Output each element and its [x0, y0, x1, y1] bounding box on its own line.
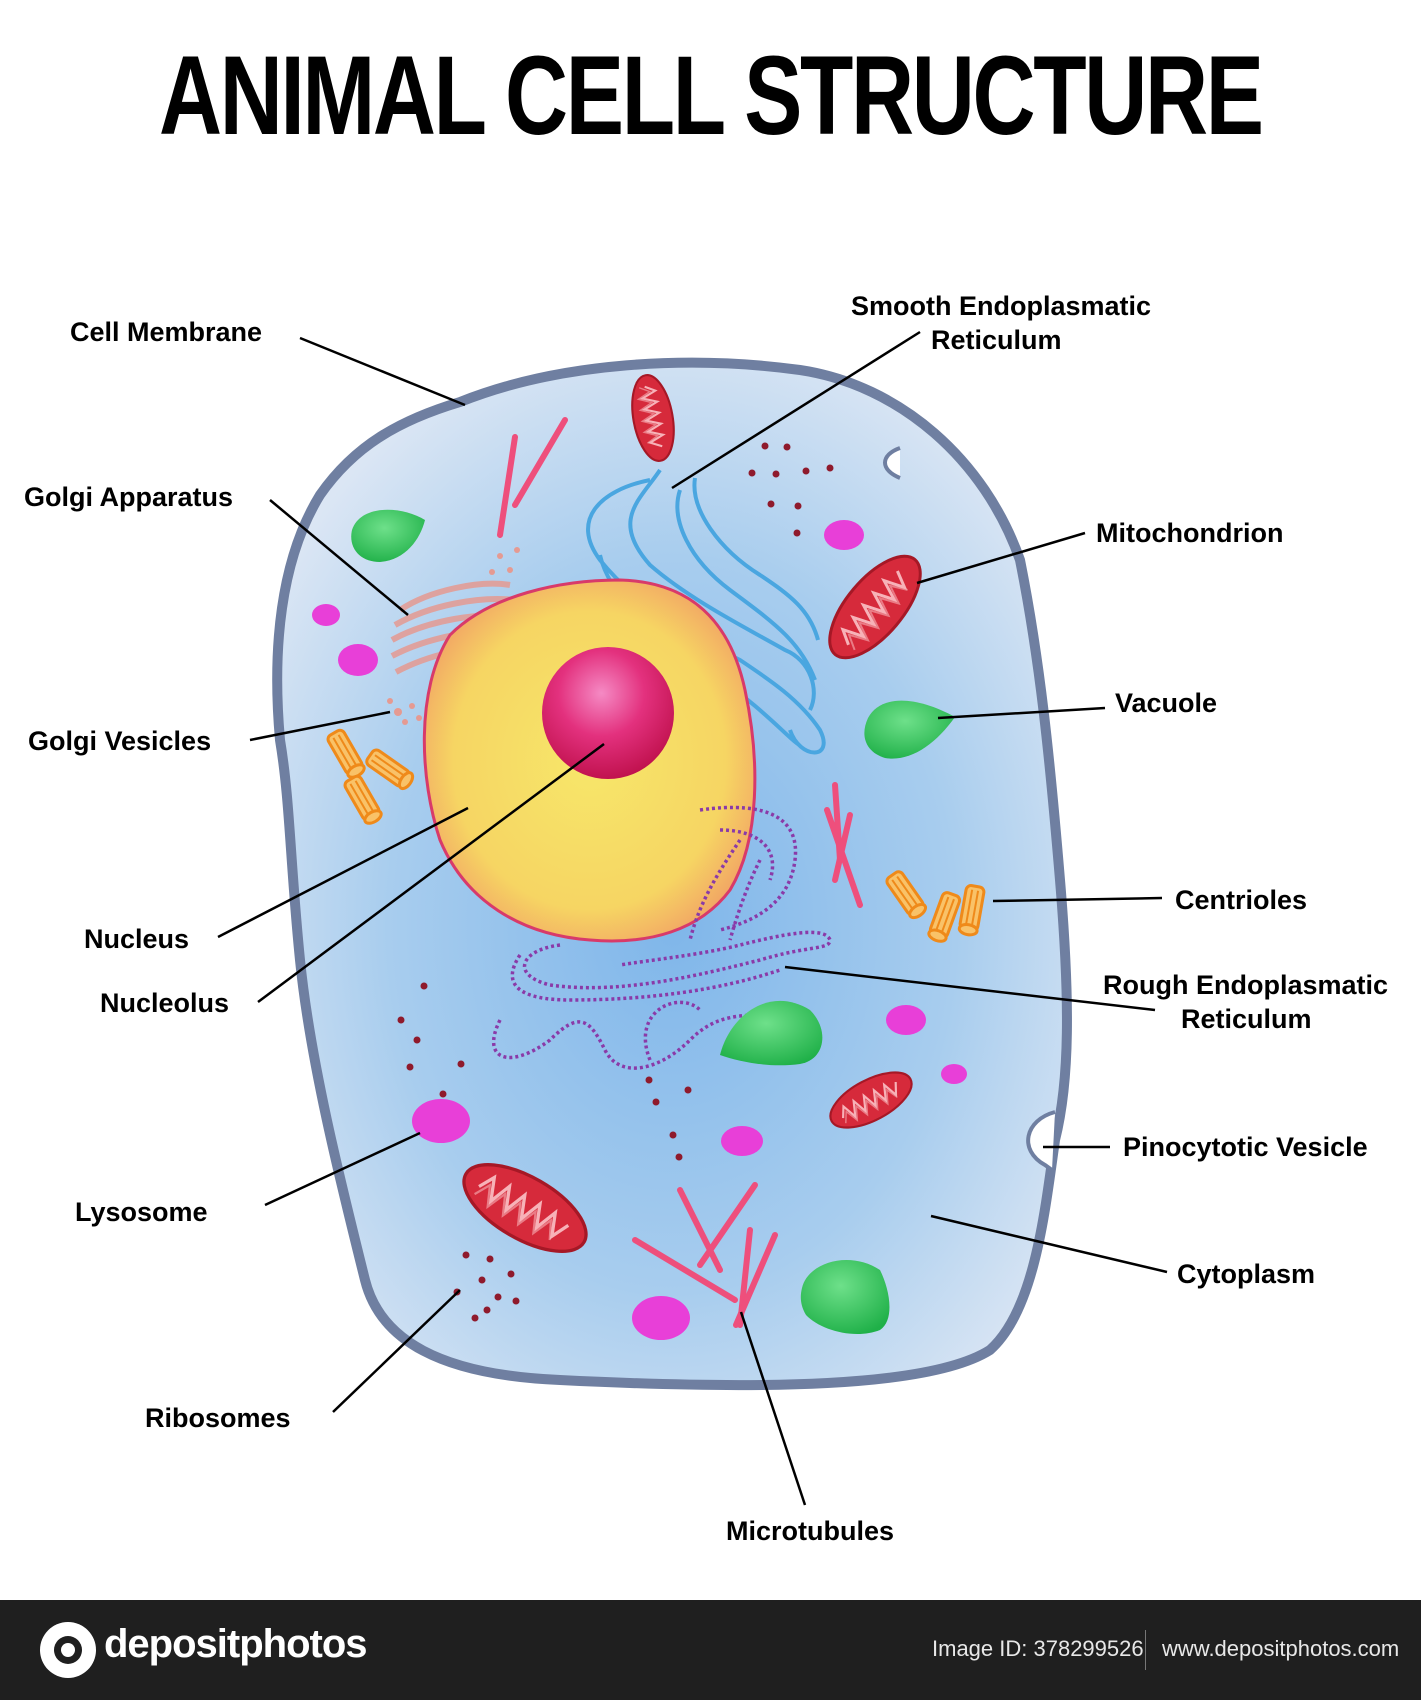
label-smooth-er-line1: Smooth Endoplasmatic: [851, 291, 1151, 321]
site-url: www.depositphotos.com: [1162, 1636, 1400, 1661]
vacuole-middle: [720, 1000, 823, 1066]
label-nucleus: Nucleus: [84, 924, 189, 954]
cell-diagram: Cell Membrane Golgi Apparatus Golgi Vesi…: [24, 291, 1388, 1546]
lysosome: [412, 1099, 470, 1143]
leader-lines: [217, 330, 1168, 1506]
microtubules: [497, 417, 863, 1328]
image-id: Image ID: 378299526: [932, 1636, 1144, 1661]
depositphotos-logo-icon: [40, 1622, 96, 1678]
vacuole-bottom: [800, 1259, 890, 1335]
label-centrioles: Centrioles: [1175, 885, 1307, 915]
pinocytotic-vesicle-small: [883, 446, 901, 480]
label-mitochondrion: Mitochondrion: [1096, 518, 1283, 548]
label-microtubules: Microtubules: [726, 1516, 894, 1546]
label-rough-er-line1: Rough Endoplasmatic: [1103, 970, 1388, 1000]
label-cell-membrane: Cell Membrane: [70, 317, 262, 347]
footer-bar: depositphotos Image ID: 378299526 www.de…: [0, 1600, 1421, 1700]
nucleolus: [542, 647, 674, 779]
rough-endoplasmic-reticulum: [492, 805, 832, 1070]
ribosomes: [397, 442, 834, 1322]
label-vacuole: Vacuole: [1115, 688, 1217, 718]
label-ribosomes: Ribosomes: [145, 1403, 291, 1433]
lysosomes: [312, 520, 967, 1340]
label-smooth-er-line2: Reticulum: [931, 325, 1062, 355]
label-rough-er-line2: Reticulum: [1181, 1004, 1312, 1034]
vacuole-top: [351, 509, 425, 562]
label-cytoplasm: Cytoplasm: [1177, 1259, 1315, 1289]
label-golgi-vesicles: Golgi Vesicles: [28, 726, 211, 756]
brand-name: depositphotos: [104, 1622, 368, 1666]
label-pinocytotic-vesicle: Pinocytotic Vesicle: [1123, 1132, 1368, 1162]
label-lysosome: Lysosome: [75, 1197, 208, 1227]
page-title: ANIMAL CELL STRUCTURE: [159, 33, 1264, 158]
footer-divider: [1145, 1630, 1146, 1670]
label-golgi-apparatus: Golgi Apparatus: [24, 482, 233, 512]
label-nucleolus: Nucleolus: [100, 988, 229, 1018]
pinocytotic-vesicle: [1026, 1110, 1056, 1172]
vacuole: [864, 700, 955, 759]
golgi-vesicles: [387, 547, 520, 725]
